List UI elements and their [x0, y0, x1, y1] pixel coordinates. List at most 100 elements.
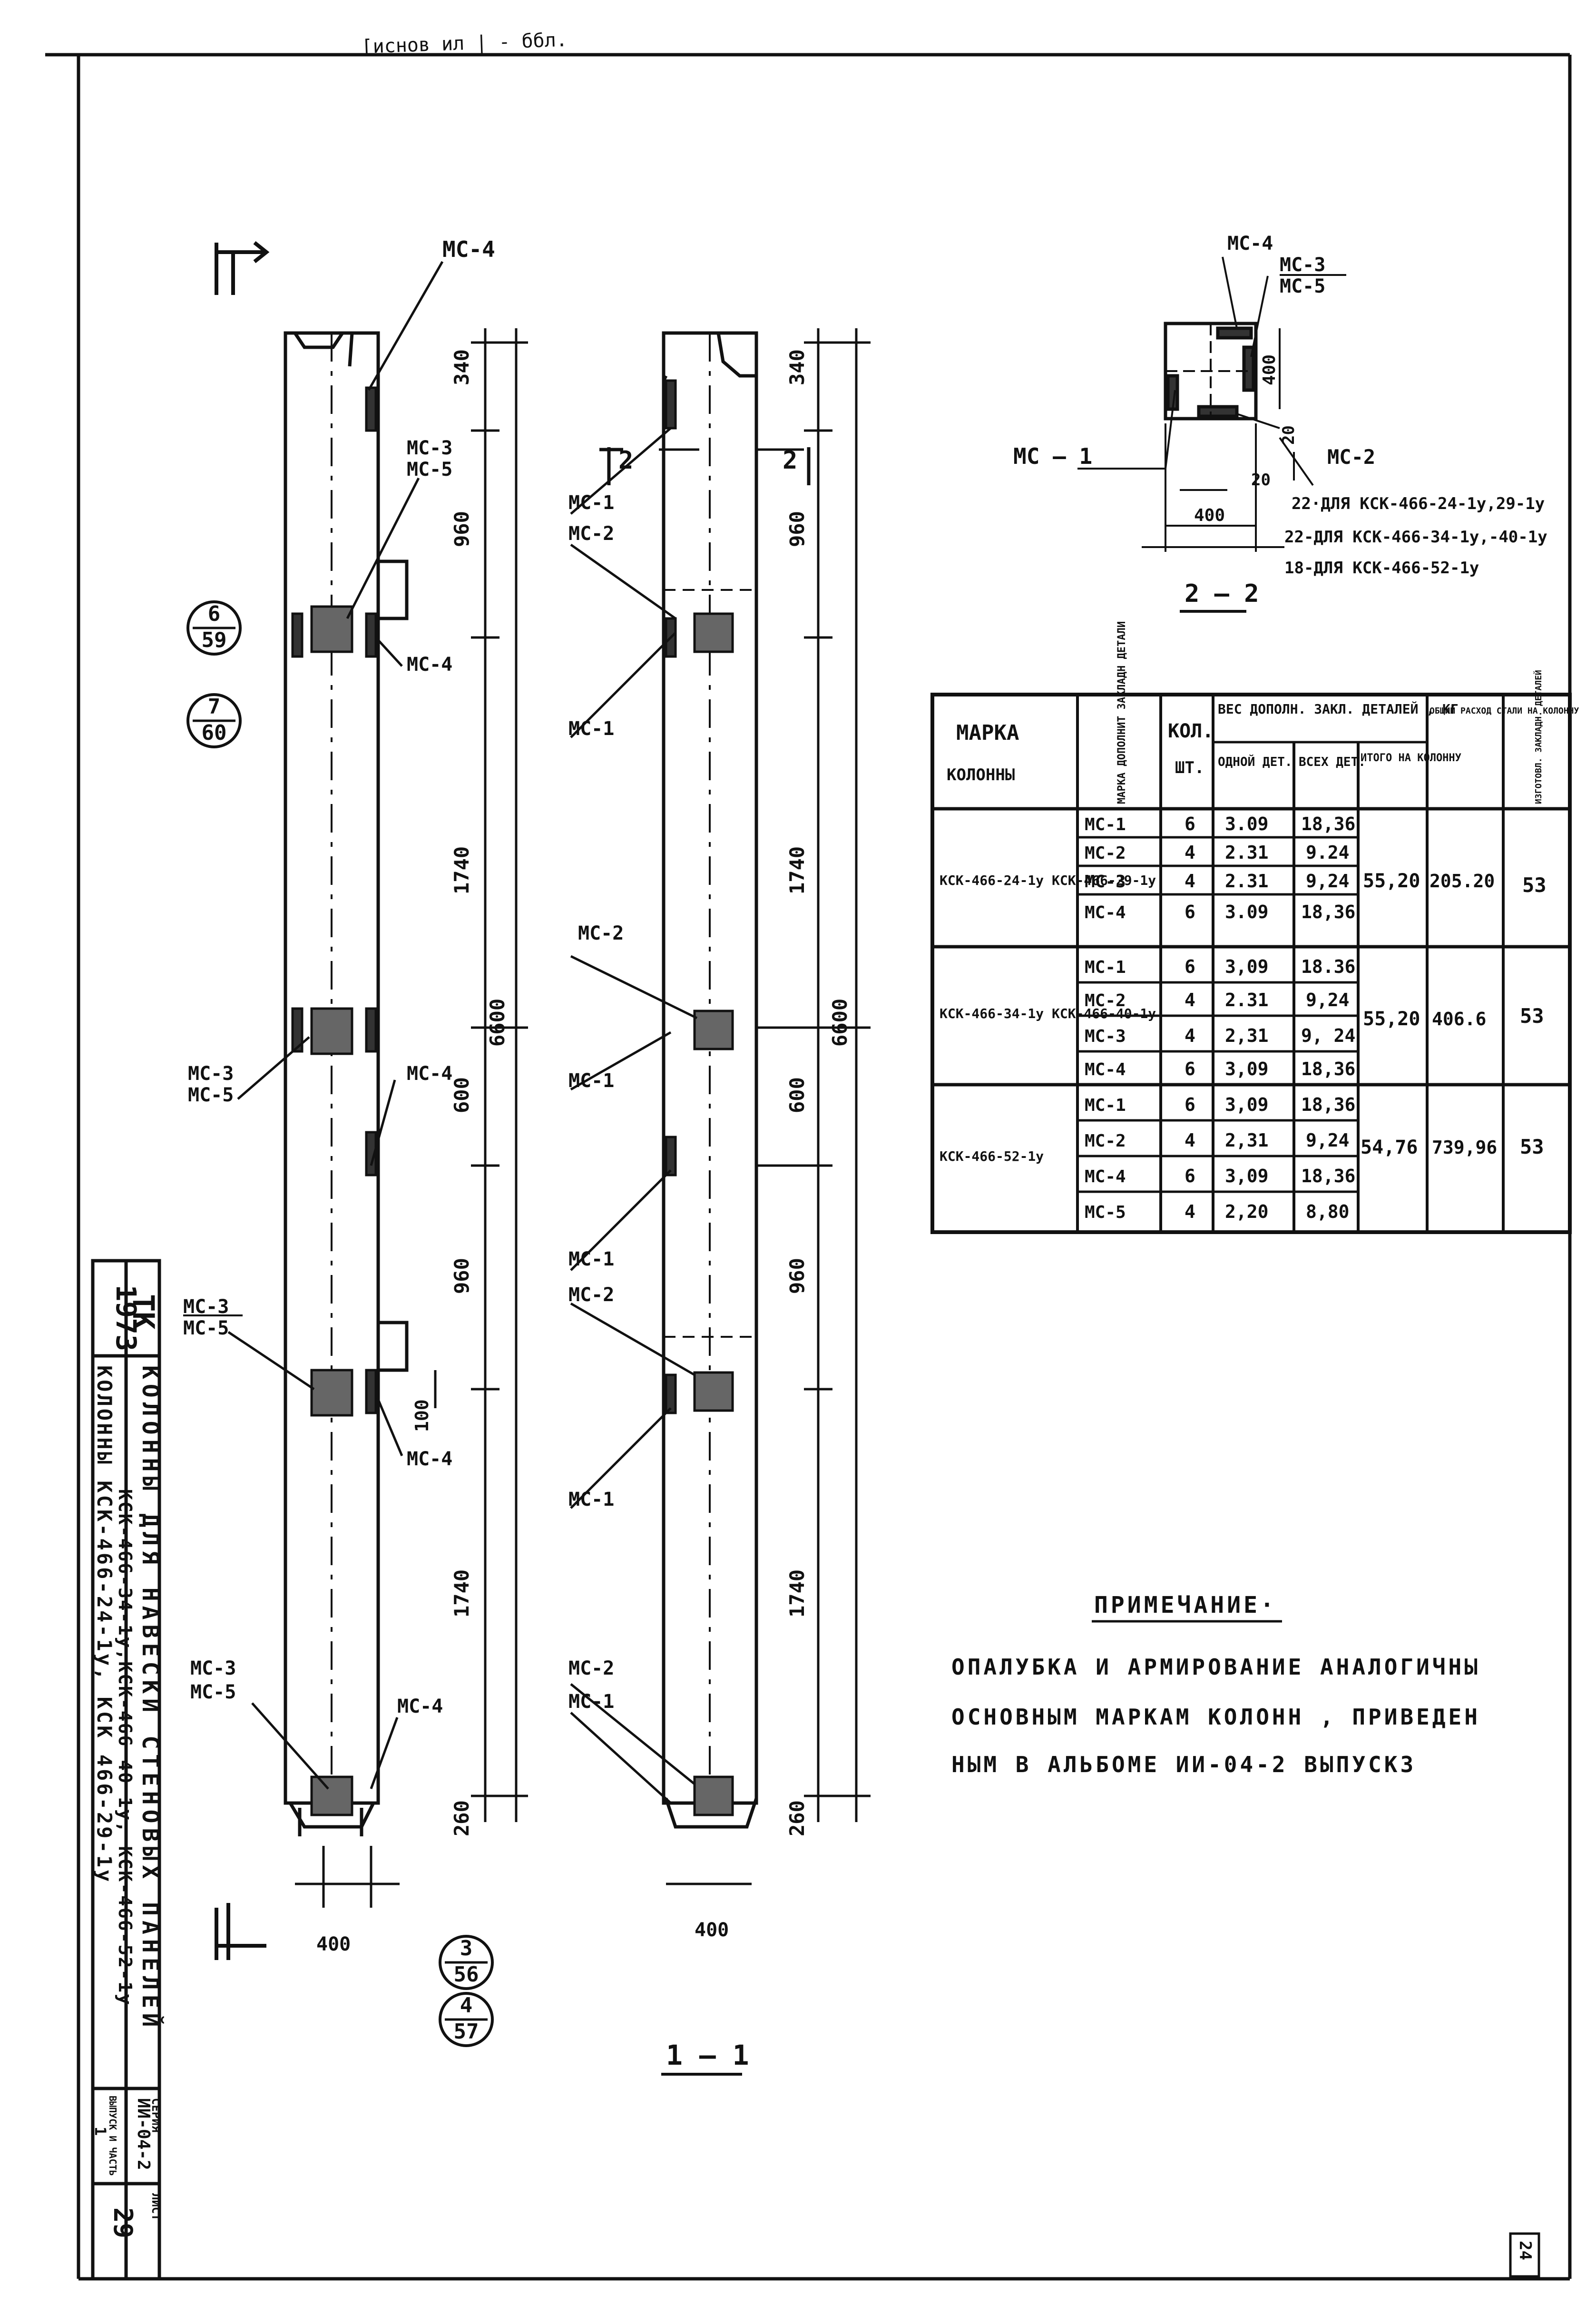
- g3-r3-vseh: 18,36: [1301, 1166, 1355, 1186]
- dim-340-a: 340: [450, 349, 473, 385]
- g2-r3-det: МС-3: [1085, 1027, 1126, 1046]
- stamp-series-label: СЕРИЯ: [149, 2098, 163, 2132]
- stamp-title-3: КСК-466-34-1у,КСК-466 40 1у, КСК-466-52-…: [115, 1489, 136, 2006]
- g2-r3-kol: 4: [1185, 1025, 1195, 1046]
- s2-lbl-mc1: МС – 1: [1013, 443, 1092, 469]
- g3-itogo: 54,76: [1361, 1137, 1418, 1158]
- th-sht: ШТ.: [1175, 758, 1204, 777]
- dim-6600-b: 6600: [828, 999, 852, 1047]
- dim-600-b: 600: [785, 1077, 809, 1113]
- dim-260-b: 260: [785, 1800, 809, 1836]
- g1-r1-det: МС-1: [1085, 815, 1126, 834]
- s2-dim-400-v: 400: [1260, 354, 1279, 385]
- s2-dim-20-b: 20: [1251, 471, 1271, 490]
- column-facade: [284, 331, 409, 1836]
- g2-r1-vseh: 18.36: [1301, 956, 1355, 977]
- stamp-org: ТК: [126, 1294, 161, 1330]
- note-line-2: ОСНОВНЫМ МАРКАМ КОЛОНН , ПРИВЕДЕН: [951, 1704, 1480, 1730]
- s2-lbl-mc2: МС-2: [1327, 445, 1375, 469]
- g2-marka: КСК-466-34-1у КСК-466-40-1у: [940, 1006, 1156, 1021]
- dim-100: 100: [411, 1399, 432, 1432]
- section-2-label-right: 2: [783, 446, 797, 475]
- g2-r2-det: МС-2: [1085, 991, 1126, 1010]
- dim-chain-section: [659, 328, 871, 1885]
- th-obshiy: ОБЩИЙ РАСХОД СТАЛИ НА КОЛОННУ: [1430, 706, 1579, 716]
- g1-r2-odnoi: 2.31: [1225, 842, 1269, 863]
- g2-r2-vseh: 9,24: [1306, 990, 1350, 1010]
- th-marka-detali: МАРКА ДОПОЛНИТ ЗАКЛАДН ДЕТАЛИ: [1116, 621, 1128, 804]
- g1-itogo: 55,20: [1363, 870, 1420, 892]
- g1-r4-det: МС-4: [1085, 903, 1126, 922]
- g1-r3-vseh: 9,24: [1306, 871, 1350, 892]
- section-1-1-title: 1 – 1: [666, 2039, 749, 2071]
- g2-r4-det: МС-4: [1085, 1060, 1126, 1079]
- g3-r4-vseh: 8,80: [1306, 1201, 1350, 1222]
- note-title: ПРИМЕЧАНИЕ·: [1094, 1592, 1277, 1618]
- s2-lbl-mc3: МС-3: [1280, 254, 1325, 276]
- s2-lbl-mc5: МС-5: [1280, 275, 1325, 297]
- corner-mark: 24: [1516, 2241, 1535, 2260]
- th-vseh: ВСЕХ ДЕТ.: [1299, 755, 1366, 769]
- g1-obshiy: 205.20: [1430, 871, 1495, 892]
- g1-r1-odnoi: 3.09: [1225, 814, 1269, 834]
- stamp-issue-value: 1: [91, 2127, 109, 2136]
- s2-note3: 18-ДЛЯ КСК-466-52-1у: [1284, 559, 1479, 578]
- embed-plates-facade: [291, 386, 377, 1816]
- g1-r1-vseh: 18,36: [1301, 814, 1355, 834]
- ref-den: 56: [454, 1962, 479, 1987]
- ref-num: 7: [208, 695, 221, 719]
- g3-izg: 53: [1520, 1135, 1544, 1158]
- g1-r2-kol: 4: [1185, 842, 1195, 863]
- lbl-s-mc2-b: МС-2: [578, 922, 624, 944]
- g1-r4-vseh: 18,36: [1301, 902, 1355, 922]
- lbl-mc3-b: МС-3: [188, 1063, 234, 1085]
- th-itogo: ИТОГО НА КОЛОННУ: [1361, 752, 1461, 764]
- lbl-mc4-a: МС-4: [407, 654, 452, 676]
- ref-num: 4: [460, 1993, 473, 2018]
- th-odnoi: ОДНОЙ ДЕТ.: [1218, 754, 1292, 769]
- g1-marka: КСК-466-24-1у КСК-466-29-1у: [940, 873, 1156, 888]
- dim-1740-c: 1740: [785, 846, 809, 894]
- ref-den: 57: [454, 2020, 479, 2044]
- lbl-mc5-d: МС-5: [190, 1681, 236, 1703]
- g2-r4-kol: 6: [1185, 1059, 1195, 1079]
- s2-dim-400-h: 400: [1194, 506, 1225, 525]
- g3-r3-det: МС-4: [1085, 1167, 1126, 1186]
- ref-circle-6-59: 6 59: [186, 600, 242, 656]
- dim-1740-d: 1740: [785, 1569, 809, 1618]
- g2-r3-vseh: 9, 24: [1301, 1025, 1355, 1046]
- lbl-mc4-c: МС-4: [407, 1448, 452, 1470]
- g3-r4-odnoi: 2,20: [1225, 1201, 1269, 1222]
- stamp-title-1: КОЛОННЫ ДЛЯ НАВЕСКИ СТЕНОВЫХ ПАНЕЛЕЙ: [137, 1365, 164, 2031]
- g3-obshiy: 739,96: [1432, 1137, 1497, 1158]
- ref-num: 6: [208, 602, 221, 626]
- dim-960-c: 960: [785, 511, 809, 547]
- g3-r4-kol: 4: [1185, 1201, 1195, 1222]
- g1-r1-kol: 6: [1185, 814, 1195, 834]
- g1-r3-odnoi: 2.31: [1225, 871, 1269, 892]
- column-section-1-1: [662, 331, 758, 1829]
- stamp-title-2: КОЛОННЫ КСК-466-24-1у, КСК 466-29-1у: [93, 1365, 116, 1884]
- ref-den: 60: [202, 721, 227, 745]
- g2-r1-kol: 6: [1185, 956, 1195, 977]
- g2-r2-kol: 4: [1185, 990, 1195, 1010]
- g3-r1-kol: 6: [1185, 1094, 1195, 1115]
- dim-1740-b: 1740: [450, 1569, 473, 1618]
- g1-r3-det: МС-3: [1085, 872, 1126, 892]
- dim-960-d: 960: [785, 1258, 809, 1294]
- dim-chain-facade: [295, 328, 528, 1908]
- g2-r4-odnoi: 3,09: [1225, 1059, 1269, 1079]
- dim-6600-a: 6600: [486, 999, 509, 1047]
- lbl-mc5-a: МС-5: [407, 459, 452, 480]
- dim-340-b: 340: [785, 349, 809, 385]
- g1-izg: 53: [1522, 873, 1547, 897]
- lbl-mc3-c: МС-3: [183, 1296, 229, 1318]
- g1-r2-vseh: 9.24: [1306, 842, 1350, 863]
- g2-r1-odnoi: 3,09: [1225, 956, 1269, 977]
- lbl-s-mc1-a: МС-1: [568, 492, 614, 514]
- ref-circle-3-56: 3 56: [439, 1935, 494, 1990]
- ref-circle-4-57: 4 57: [439, 1992, 494, 2047]
- s2-lbl-mc4: МС-4: [1227, 233, 1273, 255]
- weights-table: МАРКА КОЛОННЫ МАРКА ДОПОЛНИТ ЗАКЛАДН ДЕТ…: [930, 621, 1579, 1234]
- g1-r4-odnoi: 3.09: [1225, 902, 1269, 922]
